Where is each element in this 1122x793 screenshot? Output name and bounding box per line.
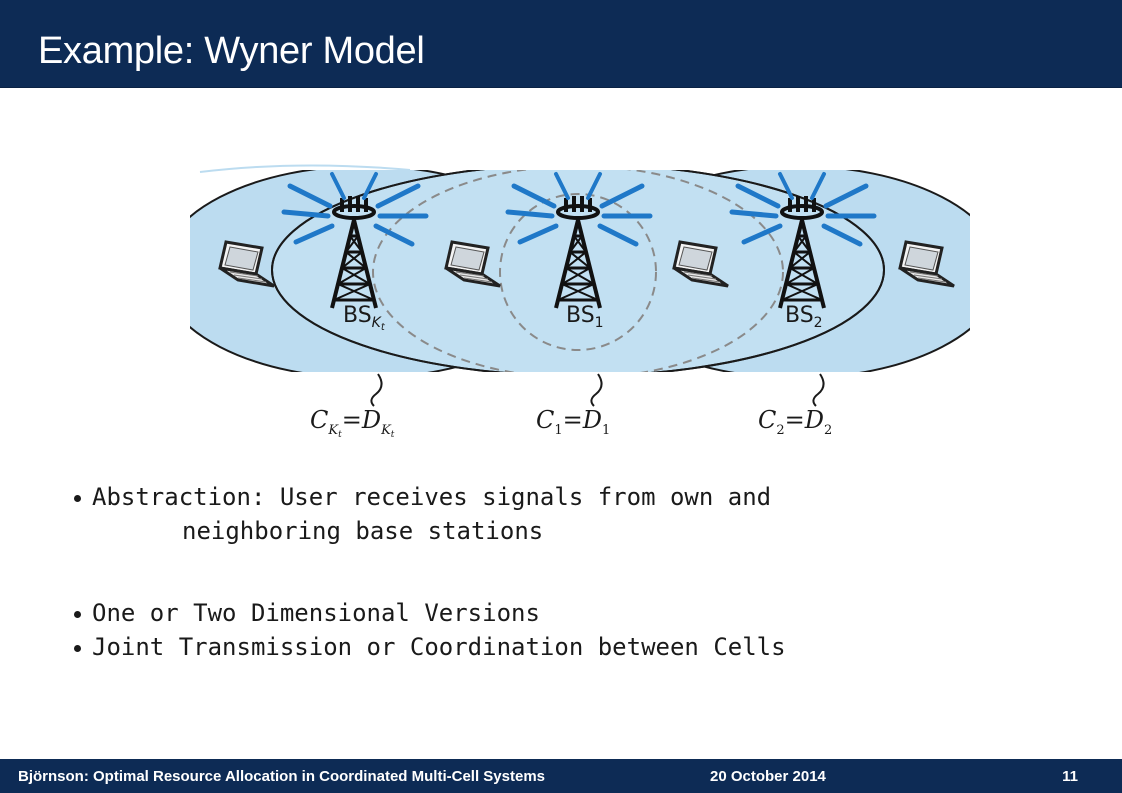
bullet-text: One or Two Dimensional Versions — [92, 599, 540, 627]
bullet-item: One or Two Dimensional Versions — [74, 596, 786, 630]
cell-label-1: C1=D1 — [536, 406, 610, 438]
footer-author-title: Björnson: Optimal Resource Allocation in… — [18, 768, 546, 785]
bullet-dot — [74, 611, 81, 618]
page-number: 11 — [1062, 768, 1078, 785]
slide-footer: Björnson: Optimal Resource Allocation in… — [0, 759, 1122, 793]
bullet-continuation: neighboring base stations — [182, 517, 544, 545]
bullet-text: Joint Transmission or Coordination betwe… — [92, 633, 786, 661]
slide-header: Example: Wyner Model — [0, 0, 1122, 88]
bullet-dot — [74, 645, 81, 652]
wyner-model-figure: BSKt BS1 BS2 CKt=DKt C1=D1 C2=D2 — [190, 164, 970, 440]
bullet-text: Abstraction: User receives signals from … — [92, 483, 772, 511]
bullet-item: Joint Transmission or Coordination betwe… — [74, 630, 786, 664]
footer-date: 20 October 2014 — [710, 768, 826, 785]
bullet-item: Abstraction: User receives signals from … — [74, 480, 786, 548]
slide-title: Example: Wyner Model — [38, 30, 425, 72]
bullet-list: Abstraction: User receives signals from … — [74, 480, 786, 664]
cell-label-kt: CKt=DKt — [310, 406, 395, 440]
bullet-dot — [74, 495, 81, 502]
cell-label-2: C2=D2 — [758, 406, 832, 438]
